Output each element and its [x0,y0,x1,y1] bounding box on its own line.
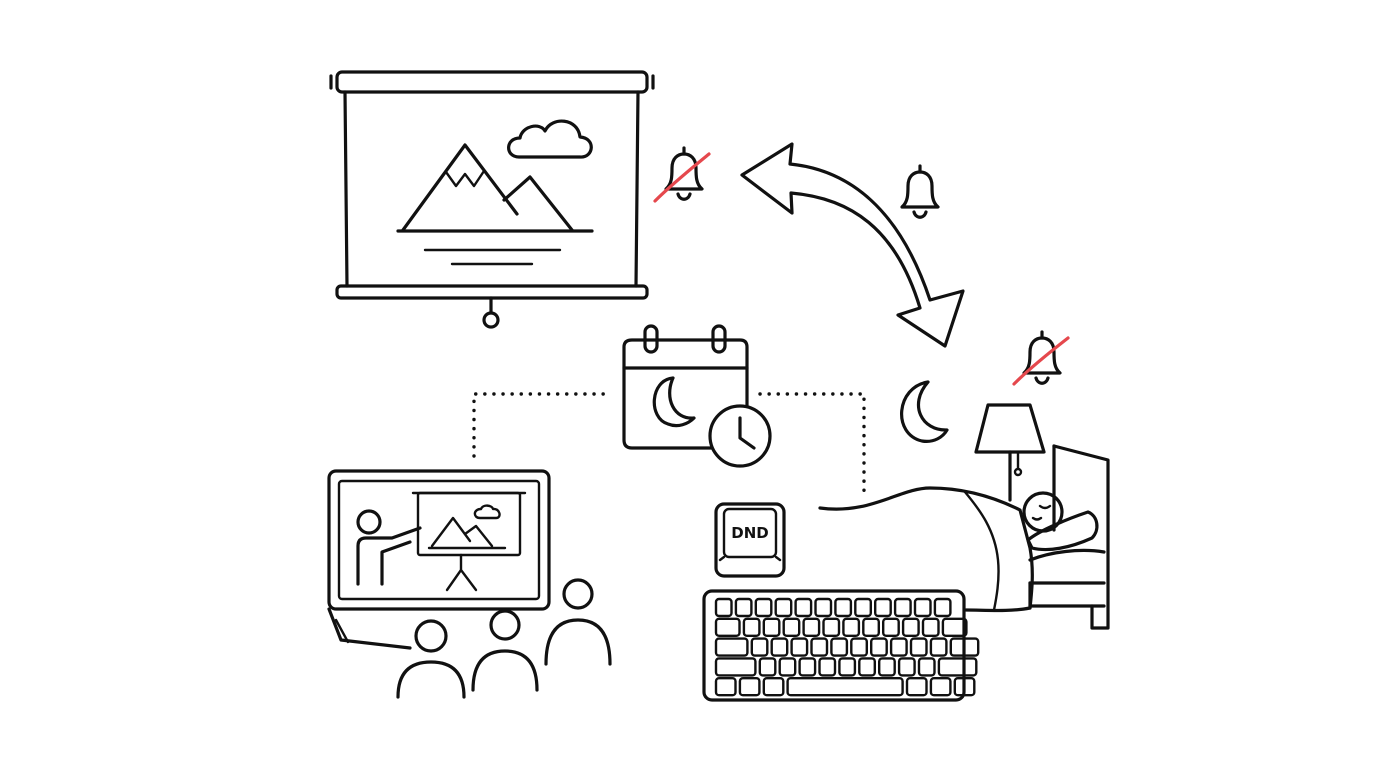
double-arrow-icon [740,142,965,348]
keyboard-key [858,657,876,677]
keyboard-key [830,637,849,657]
keyboard-key [714,637,749,657]
keyboard-key [933,597,952,618]
keyboard-key [878,657,896,677]
keyboard-key [714,677,737,697]
keycap-icon: DND [714,502,786,578]
keyboard-key [901,617,920,637]
keyboard-key [937,657,978,677]
keyboard-key [794,597,813,618]
keyboard-key [714,617,741,637]
keyboard-key [734,597,753,618]
keyboard-key [810,637,829,657]
keyboard-key [897,657,916,677]
keyboard-key [929,637,948,657]
cloud-icon [507,119,593,159]
keyboard-key [941,617,968,637]
keyboard-icon [702,589,980,702]
keyboard-key [786,677,904,697]
dnd-key-label: DND [731,524,768,542]
keyboard-key [870,637,888,657]
keyboard-key [818,657,837,677]
bed-icon [1028,444,1110,630]
keyboard-key [917,657,936,677]
keyboard-key [758,657,777,677]
keyboard-key [874,597,892,618]
keyboard-key [802,617,821,637]
keyboard-key [790,637,809,657]
keyboard-key [798,657,817,677]
mountain-icon [396,143,594,266]
keyboard-key [929,677,952,697]
keyboard-key [889,637,908,657]
keyboard-key [762,677,785,697]
dotted-connector-left [472,392,614,458]
keyboard-key [854,597,872,618]
muted-bell-icon [653,146,711,203]
keyboard-key [762,617,781,637]
keyboard-key [814,597,833,618]
moon-icon [652,376,696,428]
keyboard-key [838,657,857,677]
keyboard-key [738,677,761,697]
dotted-connector-right [758,392,866,496]
keyboard-key [953,677,976,697]
lamp-icon [974,403,1046,502]
keyboard-key [949,637,980,657]
bell-icon [900,164,940,219]
keyboard-key [742,617,761,637]
keyboard-key [778,657,797,677]
keyboard-key [782,617,801,637]
keyboard-key [913,597,932,618]
keyboard-key [822,617,841,637]
keyboard-key [893,597,912,618]
sleeping-person-icon [1022,491,1099,552]
monitor-presentation-icon [327,469,551,650]
keyboard-key [905,677,928,697]
moon-icon [900,380,949,443]
muted-bell-icon [1012,330,1070,386]
keyboard-key [714,657,757,677]
keyboard-key [834,597,853,618]
keyboard-key [882,617,900,637]
blanket [818,486,1034,613]
keyboard-key [750,637,769,657]
audience-icon [396,578,612,699]
keyboard-key [754,597,773,618]
clock-icon [708,404,772,468]
keyboard-key [862,617,880,637]
keyboard-key [850,637,868,657]
keyboard-key [909,637,928,657]
keyboard-key [714,597,733,618]
keyboard-key [921,617,940,637]
keyboard-key [842,617,861,637]
keyboard-key [774,597,793,618]
projector-screen-icon [329,70,655,329]
keyboard-key [770,637,789,657]
